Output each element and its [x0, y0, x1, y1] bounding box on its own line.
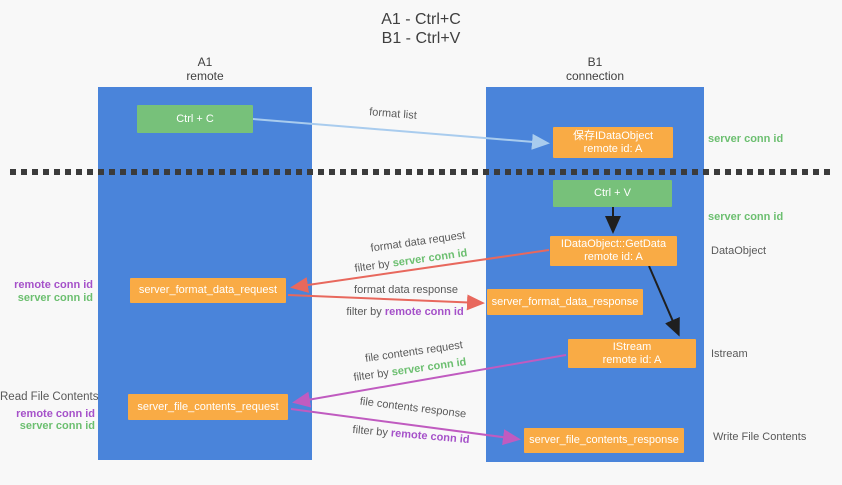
- lane-a1-role: remote: [186, 69, 224, 83]
- save-idataobject-box: 保存IDataObject remote id: A: [553, 127, 673, 158]
- ctrl-v-box: Ctrl + V: [553, 180, 672, 207]
- dataobject-side-label: DataObject: [711, 245, 767, 257]
- server-conn-id-right-mid: server conn id: [708, 211, 784, 223]
- file-request-label: server_file_contents_request: [137, 400, 279, 413]
- getdata-line1: IDataObject::GetData: [560, 238, 667, 250]
- server-format-data-response-box: server_format_data_response: [487, 289, 643, 315]
- filter-by-remote-conn-id-label-1: filter by remote conn id: [340, 306, 470, 318]
- ctrl-c-box: Ctrl + C: [137, 105, 253, 133]
- save-idataobject-line1: 保存IDataObject: [572, 129, 654, 142]
- write-file-contents-label: Write File Contents: [713, 431, 807, 443]
- ctrl-v-label: Ctrl + V: [594, 187, 631, 199]
- save-idataobject-line2: remote id: A: [583, 142, 643, 155]
- lane-a1-name: A1: [197, 55, 213, 69]
- lane-header-a1: A1 remote: [98, 55, 312, 83]
- format-data-response-arrow: [287, 294, 485, 311]
- left-bottom-labels: Read File Contents remote conn id server…: [0, 391, 99, 433]
- server-format-data-request-box: server_format_data_request: [130, 278, 286, 303]
- filter-by-remote-conn-id-label-2: filter by remote conn id: [345, 423, 478, 446]
- istream-line1: IStream: [612, 340, 652, 353]
- remote-conn-id-text: remote conn id: [384, 306, 464, 318]
- format-data-response-label: format data response: [354, 284, 458, 296]
- file-response-label: server_file_contents_response: [529, 434, 679, 446]
- istream-line2: remote id: A: [602, 353, 662, 366]
- remote-conn-id-left-bottom: remote conn id: [16, 407, 95, 420]
- format-response-label: server_format_data_response: [491, 295, 639, 308]
- istream-side-label: Istream: [711, 348, 748, 360]
- title-line-2: B1 - Ctrl+V: [381, 30, 461, 47]
- server-file-contents-response-box: server_file_contents_response: [524, 428, 684, 453]
- istream-box: IStream remote id: A: [568, 339, 696, 368]
- title-line-1: A1 - Ctrl+C: [381, 11, 461, 28]
- left-mid-conn-id-labels: remote conn id server conn id: [0, 279, 93, 304]
- server-conn-id-right-top: server conn id: [708, 133, 784, 145]
- format-request-label: server_format_data_request: [138, 284, 278, 296]
- remote-conn-id-left-mid: remote conn id: [14, 279, 93, 291]
- idataobject-getdata-box: IDataObject::GetData remote id: A: [550, 236, 677, 266]
- filter-by-text: filter by: [346, 306, 385, 318]
- filter-by-text: filter by: [353, 257, 394, 275]
- lane-b1-name: B1: [587, 55, 603, 69]
- server-conn-id-text: server conn id: [391, 247, 469, 270]
- server-conn-id-left-mid: server conn id: [17, 291, 93, 304]
- format-list-label: format list: [368, 106, 418, 122]
- ctrl-c-label: Ctrl + C: [176, 112, 214, 125]
- getdata-line2: remote id: A: [584, 251, 643, 263]
- lane-header-b1: B1 connection: [486, 55, 704, 83]
- diagram-title: A1 - Ctrl+C B1 - Ctrl+V: [0, 10, 842, 48]
- remote-conn-id-text: remote conn id: [390, 427, 470, 447]
- file-contents-response-label: file contents response: [359, 395, 467, 421]
- lane-b1-role: connection: [565, 69, 625, 83]
- read-file-contents-label: Read File Contents: [0, 391, 99, 403]
- filter-by-text: filter by: [352, 423, 392, 440]
- server-conn-id-left-bottom: server conn id: [19, 420, 95, 432]
- filter-by-text: filter by: [352, 366, 393, 384]
- server-file-contents-request-box: server_file_contents_request: [128, 394, 288, 420]
